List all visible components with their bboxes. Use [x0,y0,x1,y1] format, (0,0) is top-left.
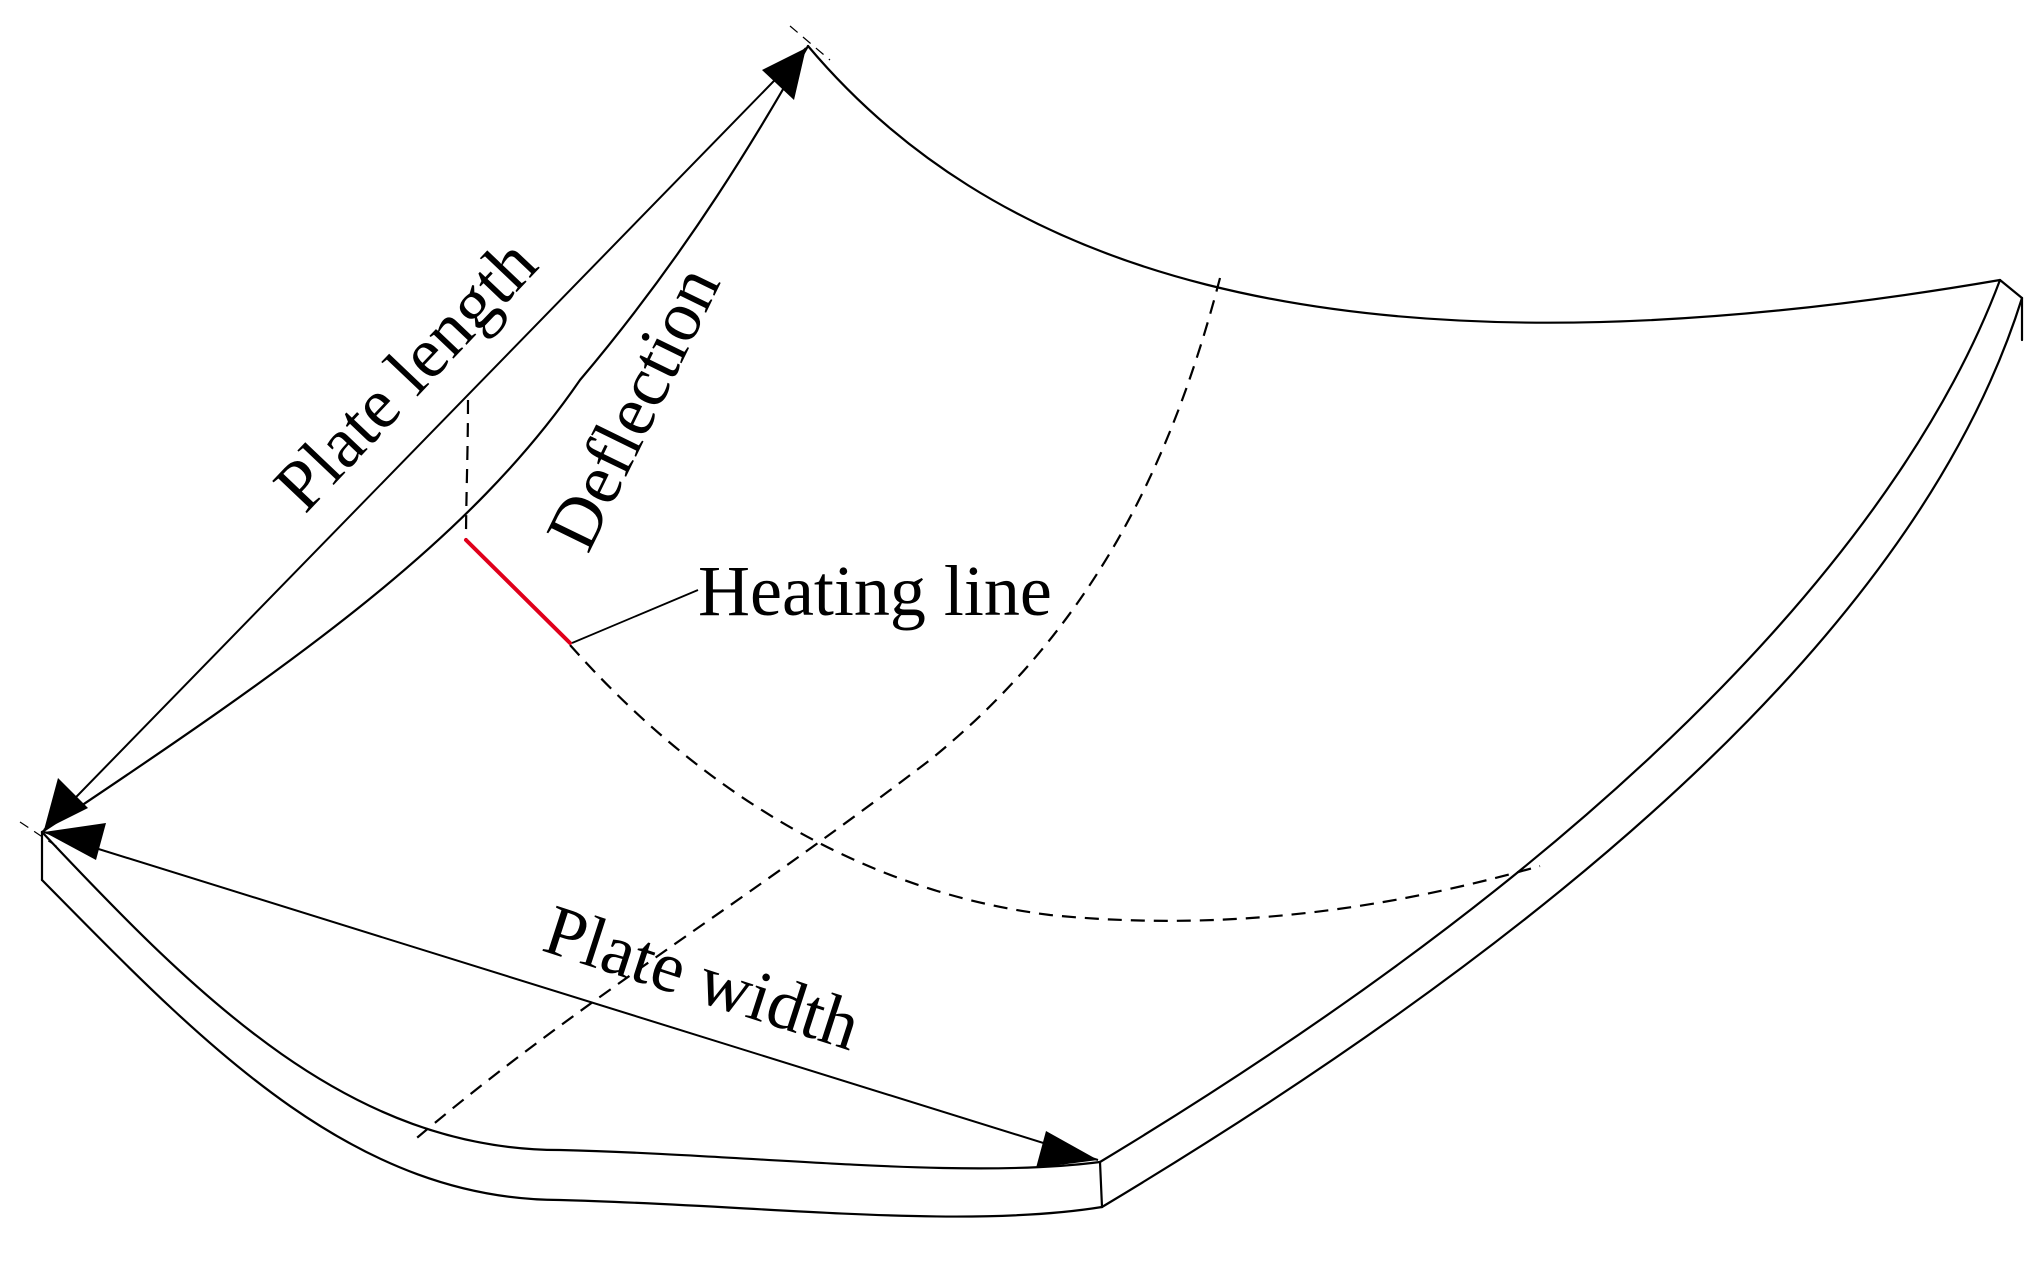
longitudinal-dashed-curve [411,277,1222,1143]
plate-right-corner-top [1998,278,2024,300]
plate-front-corner-vertical [1098,1160,1104,1209]
plate-back-edge [806,44,2002,324]
plate-right-bottom-edge [1100,296,2024,1209]
plate-length-label: Plate length [259,223,552,526]
plate-width-arrowhead-front [1036,1131,1098,1168]
plate-length-dimension-line [43,47,807,831]
plate-length-arrowhead-near [44,778,88,830]
heating-line-label: Heating line [698,551,1052,631]
plate-front-bottom-edge [40,878,1104,1218]
heating-line-leader [571,589,699,644]
heating-line-vertical-guide [464,399,470,541]
plate-width-arrowhead-near [44,823,106,860]
plate-left-edge [40,44,810,834]
near-corner-tick [19,821,63,851]
transverse-dashed-curve [569,644,1541,922]
plate-width-label: Plate width [535,889,870,1066]
plate-right-top-edge [1098,278,2002,1164]
heating-line [464,538,572,645]
plate-length-arrowhead-far [762,48,806,100]
plate-width-dimension-line [43,831,1099,1161]
plate-front-top-edge [40,830,1102,1170]
far-corner-tick [789,25,831,61]
